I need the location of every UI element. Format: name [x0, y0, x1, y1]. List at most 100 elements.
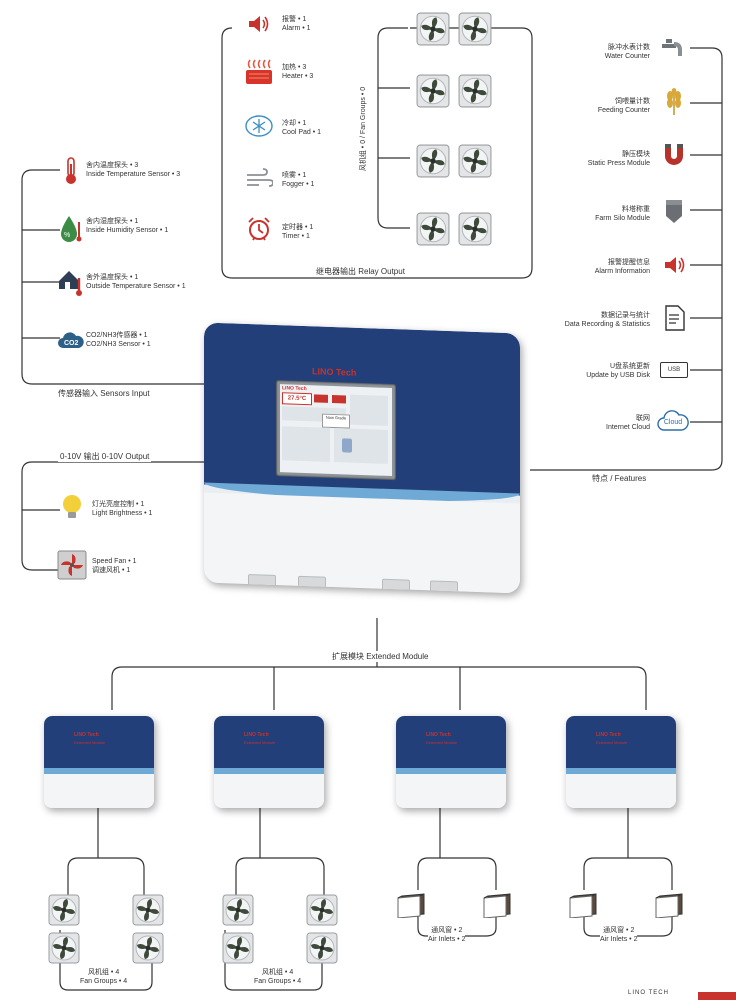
relay-item-en: Heater • 3	[282, 73, 314, 80]
module-group-en: Fan Groups • 4	[254, 978, 302, 985]
screen-status: Now Grade	[322, 413, 350, 429]
relay-item-cool-pad: 冷却 • 1 Cool Pad • 1	[282, 119, 321, 137]
feature-item-silo: 料塔称重 Farm Silo Module	[595, 205, 650, 223]
fan-group-label: 风机组 • 0 / Fan Groups • 0	[358, 69, 368, 189]
sensor-item-temperature: 舍内温度探头 • 3 Inside Temperature Sensor • 3	[86, 161, 180, 179]
fan-icon	[222, 894, 254, 926]
analog-item-light: 灯光亮度控制 • 1 Light Brightness • 1	[92, 500, 152, 518]
analog-item-speed-fan: Speed Fan • 1 调速风机 • 1	[92, 557, 136, 575]
sensor-item-en: CO2/NH3 Sensor • 1	[86, 341, 151, 348]
svg-text:%: %	[64, 232, 70, 239]
controller-screen: LINO Tech 27.5°C Now Grade	[276, 379, 396, 481]
feature-item-cn: 数据记录与统计	[601, 312, 650, 319]
relay-item-cn: 定时器 • 1	[282, 224, 314, 231]
fan-icon	[48, 932, 80, 964]
feature-item-cn: 静压模块	[622, 151, 650, 158]
screen-panel	[350, 394, 388, 426]
fan-icon	[416, 74, 450, 108]
module-subtitle: Extended Module	[426, 740, 458, 745]
fan-icon	[416, 212, 450, 246]
louver-icon	[655, 893, 683, 918]
sensor-item-cn: 舍内温度探头 • 3	[86, 162, 139, 169]
relay-output-title: 继电器输出 Relay Output	[314, 266, 407, 277]
fan-icon	[48, 894, 80, 926]
wind-icon	[247, 168, 273, 187]
alarm-clock-icon	[248, 217, 270, 241]
relay-item-cn: 冷却 • 1	[282, 120, 307, 127]
module-group-cn: 风机组 • 4	[261, 969, 294, 976]
fan-icon	[416, 144, 450, 178]
feature-item-cn: 报警提醒信息	[608, 259, 650, 266]
humidity-icon: %	[61, 216, 82, 242]
relay-item-heater: 加热 • 3 Heater • 3	[282, 63, 313, 81]
module-group-cn: 通风窗 • 2	[431, 927, 463, 934]
relay-item-cn: 加热 • 3	[282, 64, 307, 71]
relay-item-cn: 报警 • 1	[282, 16, 307, 23]
module-group-en: Air Inlets • 2	[600, 936, 638, 943]
relay-item-en: Fogger • 1	[282, 181, 315, 188]
fan-icon	[306, 894, 338, 926]
module-subtitle: Extended Module	[74, 740, 106, 745]
relay-item-en: Alarm • 1	[282, 25, 311, 32]
cloud-icon	[657, 410, 689, 431]
relay-item-en: Cool Pad • 1	[282, 129, 322, 136]
module-group-en: Fan Groups • 4	[80, 978, 128, 985]
house-thermometer-icon	[59, 271, 82, 296]
feature-item-cn: 料塔称重	[622, 206, 650, 213]
magnet-icon	[665, 144, 683, 165]
module-group-label: 通风窗 • 2 Air Inlets • 2	[428, 926, 466, 944]
sensors-input-title: 传感器输入 Sensors Input	[56, 388, 152, 399]
extended-module: LINO Tech Extended Module	[44, 716, 154, 808]
feature-item-alarm-info: 报警提醒信息 Alarm Information	[595, 258, 650, 276]
feature-item-cn: U盘系统更新	[609, 363, 650, 370]
bulb-icon	[63, 495, 81, 518]
feature-item-feed: 饲喂量计数 Feeding Counter	[598, 97, 650, 115]
module-group-en: Air Inlets • 2	[428, 936, 466, 943]
relay-item-alarm: 报警 • 1 Alarm • 1	[282, 15, 311, 33]
feature-item-cloud: 联网 Internet Cloud	[606, 414, 650, 432]
sensor-item-cn: CO2/NH3传感器 • 1	[86, 332, 148, 339]
fan-icon	[416, 12, 450, 46]
extended-module: LINO Tech Extended Module	[566, 716, 676, 808]
feature-item-en: Alarm Information	[594, 268, 650, 275]
module-subtitle: Extended Module	[244, 740, 276, 745]
sensor-item-en: Outside Temperature Sensor • 1	[86, 283, 186, 290]
module-brand: LINO Tech	[426, 732, 451, 738]
module-group-label: 风机组 • 4 Fan Groups • 4	[254, 968, 302, 986]
usb-icon-text: USB	[667, 367, 681, 373]
relay-item-cn: 喷雾 • 1	[282, 172, 307, 179]
sensor-item-humidity: 舍内湿度探头 • 1 Inside Humidity Sensor • 1	[86, 217, 168, 235]
relay-item-timer: 定时器 • 1 Timer • 1	[282, 223, 313, 241]
co2-cloud-icon: CO2	[58, 332, 84, 348]
sensor-item-outside: 舍外温度探头 • 1 Outside Temperature Sensor • …	[86, 273, 186, 291]
module-brand: LINO Tech	[74, 732, 99, 738]
feature-item-en: Water Counter	[604, 53, 650, 60]
extended-module: LINO Tech Extended Module	[396, 716, 506, 808]
wheat-icon	[667, 88, 681, 115]
speed-fan-icon	[57, 550, 87, 580]
feature-item-water: 脉冲水表计数 Water Counter	[605, 43, 650, 61]
fan-icon	[222, 932, 254, 964]
relay-item-en: Timer • 1	[282, 233, 310, 240]
sensor-item-cn: 舍外温度探头 • 1	[86, 274, 139, 281]
sensor-item-cn: 舍内湿度探头 • 1	[86, 218, 139, 225]
silo-icon	[666, 200, 682, 223]
document-icon	[665, 305, 685, 331]
feature-item-en: Update by USB Disk	[586, 372, 650, 379]
feature-item-en: Internet Cloud	[606, 424, 650, 431]
speaker-icon	[665, 257, 685, 273]
extended-module-title: 扩展模块 Extended Module	[330, 651, 431, 662]
louver-icon	[483, 893, 511, 918]
module-brand: LINO Tech	[244, 732, 269, 738]
fan-icon	[132, 894, 164, 926]
feature-item-data: 数据记录与统计 Data Recording & Statistics	[565, 311, 650, 329]
fan-icon	[132, 932, 164, 964]
main-controller: LINO Tech LINO Tech 27.5°C Now Grade	[204, 322, 520, 594]
feature-item-cn: 饲喂量计数	[615, 98, 650, 105]
faucet-icon	[662, 39, 682, 56]
fan-icon	[458, 12, 492, 46]
features-title: 特点 / Features	[590, 473, 649, 484]
fan-icon	[458, 74, 492, 108]
analog-item-en: Light Brightness • 1	[92, 510, 153, 517]
cloud-icon-text: Cloud	[663, 419, 683, 426]
